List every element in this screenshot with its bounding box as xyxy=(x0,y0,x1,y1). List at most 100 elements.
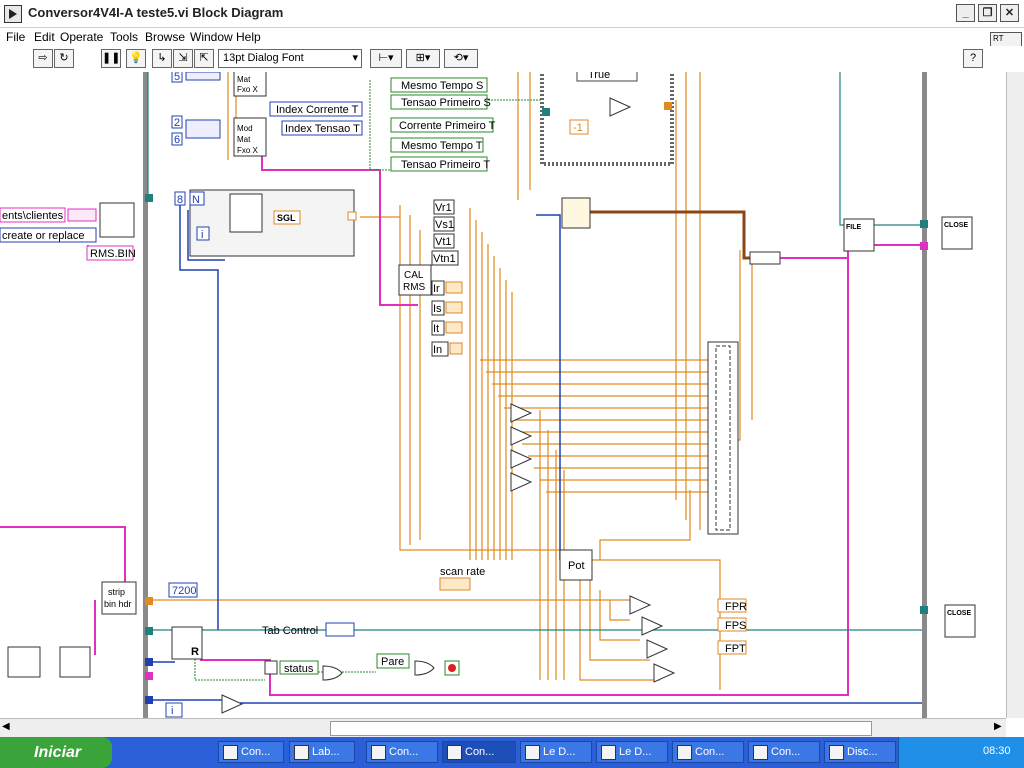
path-constant[interactable] xyxy=(0,207,66,223)
read-file-node[interactable] xyxy=(171,626,203,660)
const-2[interactable] xyxy=(171,115,183,129)
strip-bin-hdr-subvi[interactable] xyxy=(101,581,137,615)
tunnel-left-6 xyxy=(145,696,153,704)
status-indicator[interactable] xyxy=(279,660,319,675)
taskbar-item-7[interactable]: Con... xyxy=(672,741,744,763)
font-select[interactable]: 13pt Dialog Font▾ xyxy=(218,49,362,68)
file-write-node[interactable] xyxy=(843,218,875,252)
scan-rate-label: scan rate xyxy=(440,566,485,578)
scroll-right-icon[interactable]: ▶ xyxy=(994,721,1002,732)
menu-tools[interactable]: Tools xyxy=(110,30,139,44)
taskbar-item-5[interactable]: Le D... xyxy=(520,741,592,763)
pause-icon[interactable]: ❚❚ xyxy=(101,49,121,68)
block-diagram-canvas[interactable]: True 5 2 6 xyxy=(0,72,1006,718)
taskbar-item-8[interactable]: Con... xyxy=(748,741,820,763)
svg-text:Fxo X: Fxo X xyxy=(237,85,259,94)
taskbar-item-6[interactable]: Le D... xyxy=(596,741,668,763)
run-arrow-icon[interactable]: ⇨ xyxy=(33,49,53,68)
step-into-icon[interactable]: ⇲ xyxy=(173,49,193,68)
const-7200[interactable] xyxy=(168,582,198,598)
svg-text:FPT: FPT xyxy=(725,643,746,655)
to-sgl-node[interactable] xyxy=(273,210,301,225)
index-corrente-indicator[interactable] xyxy=(269,101,363,117)
tab-control-terminal[interactable] xyxy=(325,622,355,637)
pare-control[interactable] xyxy=(376,653,410,669)
index-array-icon[interactable] xyxy=(229,193,263,233)
taskbar-item-9[interactable]: Disc... xyxy=(824,741,896,763)
open-file-node[interactable] xyxy=(99,202,135,238)
mod-mat-node-1[interactable] xyxy=(233,72,267,97)
multiply-nodes[interactable] xyxy=(510,403,533,492)
menu-operate[interactable]: Operate xyxy=(60,30,104,44)
bundle-node[interactable] xyxy=(749,251,781,265)
taskbar-item-2[interactable]: Lab... xyxy=(289,741,355,763)
read-node-2[interactable] xyxy=(59,646,91,678)
const-minus-one[interactable] xyxy=(569,119,589,135)
const-8[interactable] xyxy=(174,191,186,206)
build-array-large[interactable] xyxy=(707,341,739,535)
mod-mat-node-2[interactable] xyxy=(233,117,267,157)
index-tensao-indicator[interactable] xyxy=(281,120,363,136)
labview-vi-icon xyxy=(4,5,22,23)
cal-rms-subvi[interactable] xyxy=(398,264,432,296)
close-file-node-2[interactable] xyxy=(944,604,976,638)
build-array-top-icon[interactable] xyxy=(185,72,221,81)
build-array-icon[interactable] xyxy=(185,119,221,139)
highlight-execution-icon[interactable]: 💡 xyxy=(126,49,146,68)
svg-text:Vr1: Vr1 xyxy=(435,202,452,214)
start-button[interactable]: Iniciar xyxy=(0,737,112,768)
horizontal-scrollbar[interactable]: ◀ ▶ xyxy=(0,718,1006,737)
system-tray: 08:30 xyxy=(898,737,1024,768)
help-icon[interactable]: ? xyxy=(963,49,983,68)
step-over-icon[interactable]: ⇱ xyxy=(194,49,214,68)
string-constant-icon xyxy=(67,208,97,222)
divide-nodes[interactable] xyxy=(629,595,676,683)
scan-rate-control[interactable] xyxy=(439,577,471,591)
menu-help[interactable]: Help xyxy=(236,30,261,44)
taskbar-item-3[interactable]: Con... xyxy=(366,741,438,763)
multiply-node-case[interactable] xyxy=(609,97,632,117)
close-file-node-1[interactable] xyxy=(941,216,973,250)
retain-wire-values-icon[interactable]: ↳ xyxy=(152,49,172,68)
maximize-button[interactable]: ❐ xyxy=(978,4,997,22)
tunnel-right-3 xyxy=(920,606,928,614)
menu-browse[interactable]: Browse xyxy=(145,30,186,44)
tunnel-left-2 xyxy=(145,597,153,605)
const-minus-one-label: -1 xyxy=(573,122,583,134)
case-tunnel xyxy=(542,108,550,116)
case-selector[interactable] xyxy=(576,72,638,82)
close-button[interactable]: ✕ xyxy=(1000,4,1019,22)
vertical-scrollbar[interactable] xyxy=(1006,72,1024,718)
pot-label: Pot xyxy=(568,560,585,572)
loop-count-n xyxy=(189,191,205,206)
align-objects-icon[interactable]: ⊢▾ xyxy=(370,49,402,68)
const-6-label: 6 xyxy=(174,134,180,146)
or-node-1[interactable] xyxy=(322,665,343,681)
for-loop-inner[interactable] xyxy=(189,189,355,257)
taskbar-item-4[interactable]: Con... xyxy=(442,741,516,763)
waveform-subvi[interactable] xyxy=(561,197,591,229)
filename-constant[interactable] xyxy=(86,245,134,261)
distribute-objects-icon[interactable]: ⊞▾ xyxy=(406,49,440,68)
pot-subvi[interactable] xyxy=(559,549,593,581)
taskbar-item-1[interactable]: Con... xyxy=(218,741,284,763)
read-node-1[interactable] xyxy=(7,646,41,678)
menu-edit[interactable]: Edit xyxy=(34,30,55,44)
run-continuously-icon[interactable]: ↻ xyxy=(54,49,74,68)
svg-text:Mat: Mat xyxy=(237,75,251,84)
minimize-button[interactable]: _ xyxy=(956,4,975,22)
or-node-2[interactable] xyxy=(414,660,435,676)
const-6[interactable] xyxy=(171,132,183,146)
tunnel-left-3 xyxy=(145,627,153,635)
const-5[interactable] xyxy=(171,72,183,83)
menu-file[interactable]: File xyxy=(6,30,26,44)
open-mode-ring[interactable] xyxy=(0,227,97,243)
menu-window[interactable]: Window xyxy=(190,30,233,44)
scroll-left-icon[interactable]: ◀ xyxy=(2,721,10,732)
case-structure[interactable] xyxy=(540,72,674,166)
reorder-icon[interactable]: ⟲▾ xyxy=(444,49,478,68)
add-node[interactable] xyxy=(221,694,244,714)
scroll-thumb[interactable] xyxy=(330,721,872,736)
fp-indicators: FPR FPS FPT xyxy=(717,598,747,655)
tunnel-right-1 xyxy=(920,220,928,228)
